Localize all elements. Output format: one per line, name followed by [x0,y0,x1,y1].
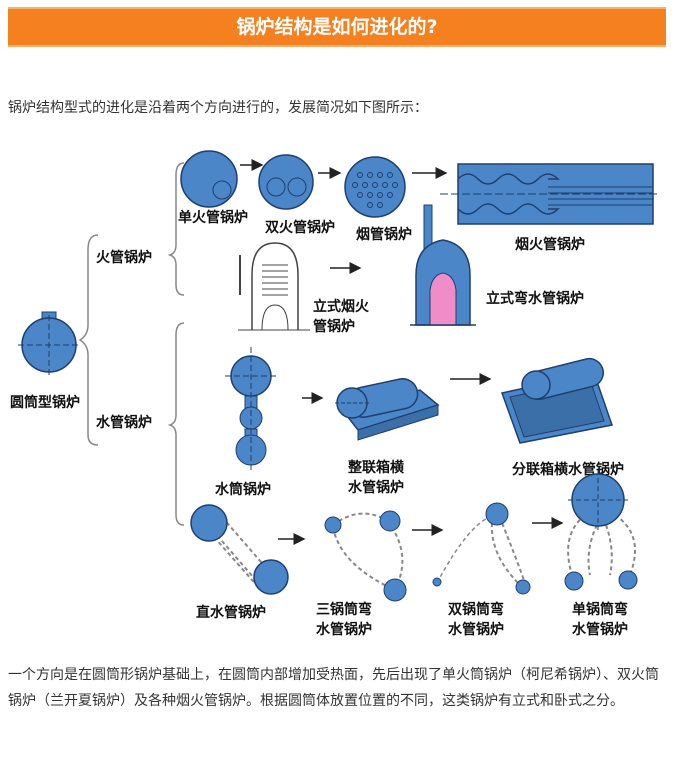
boiler-evolution-diagram: 圆筒型锅炉 火管锅炉 水管锅炉 单火管锅炉 双火管锅炉 烟管锅炉 [10,150,660,638]
fire-brace [167,162,185,296]
sectional-header-drawing [501,357,613,444]
label-double-drum-2: 水管锅炉 [448,621,504,638]
water-drum-drawing [225,347,278,470]
label-vertical-bent-water-tube: 立式弯水管锅炉 [486,290,584,307]
smoke-tube-drawing [344,156,406,218]
double-fire-tube-drawing [258,154,314,210]
label-integrated-header-1: 整联箱横 [347,459,405,476]
label-integrated-header-2: 水管锅炉 [348,479,404,496]
label-water-tube: 水管锅炉 [96,414,152,431]
intro-text: 锅炉结构型式的进化是沿着两个方向进行的，发展简况如下图所示： [8,100,428,116]
label-vertical-smoke-fire-2: 管锅炉 [313,318,355,335]
title-banner: 锅炉结构是如何进化的? [8,7,666,47]
water-brace [167,322,185,526]
label-double-drum-1: 双锅筒弯 [448,601,504,618]
vertical-smoke-fire-tube-drawing [238,242,310,331]
label-double-fire-tube: 双火管锅炉 [265,219,335,236]
label-smoke-fire-tube: 烟火管锅炉 [515,236,585,253]
straight-water-tube-drawing [190,504,289,595]
body-paragraph: 一个方向是在圆筒形锅炉基础上，在圆筒内部增加受热面，先后出现了单火筒锅炉（柯尼希… [8,667,659,709]
label-root: 圆筒型锅炉 [10,394,80,411]
root-cylinder-drawing [18,311,80,377]
double-drum-drawing [432,502,531,595]
integrated-header-drawing [335,378,440,441]
label-three-drum-1: 三锅筒弯 [316,601,372,618]
label-vertical-smoke-fire-1: 立式烟火 [313,298,370,315]
three-drum-drawing [324,510,407,602]
label-three-drum-2: 水管锅炉 [316,621,372,638]
single-drum-drawing [564,470,638,591]
main-brace [78,234,99,446]
single-fire-tube-drawing [180,150,238,208]
page-title: 锅炉结构是如何进化的? [236,16,438,38]
label-single-drum-2: 水管锅炉 [572,621,628,638]
label-smoke-tube: 烟管锅炉 [356,226,412,243]
label-water-drum: 水筒锅炉 [215,481,271,498]
label-straight-water-tube: 直水管锅炉 [196,604,266,621]
vertical-bent-water-tube-drawing [410,204,476,326]
label-single-drum-1: 单锅筒弯 [572,601,628,618]
label-fire-tube: 火管锅炉 [96,249,152,266]
smoke-fire-tube-drawing [440,163,660,225]
label-single-fire-tube: 单火管锅炉 [178,209,248,226]
